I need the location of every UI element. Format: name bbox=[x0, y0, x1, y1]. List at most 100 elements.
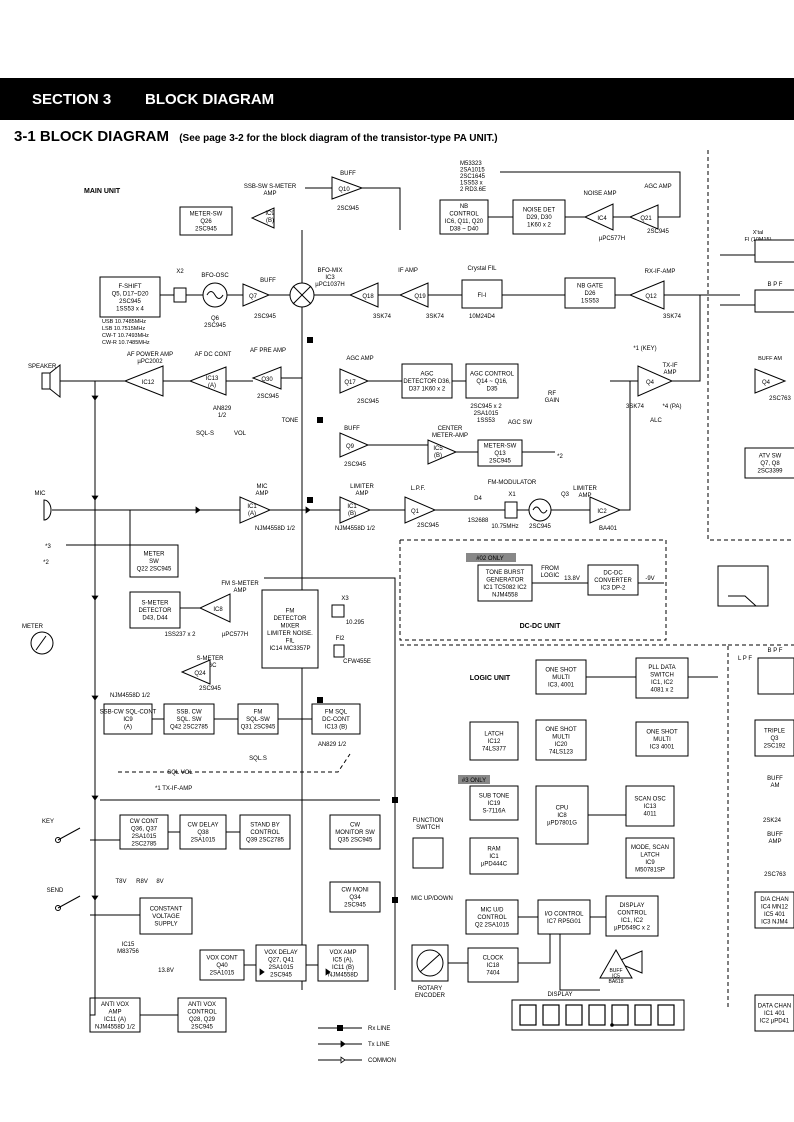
lpf2-curve bbox=[728, 595, 757, 607]
xtal-fil-block bbox=[754, 239, 794, 263]
display-digit bbox=[542, 1004, 560, 1026]
cw-cont-block bbox=[119, 814, 169, 850]
left-rx-bus bbox=[90, 381, 96, 1016]
r02-tag-bg bbox=[466, 553, 516, 562]
right-unit-border bbox=[707, 150, 794, 541]
crystal-fil-label: Crystal FIL bbox=[467, 266, 497, 272]
ref2-label: *2 bbox=[557, 454, 563, 460]
minus9v-label: -9V bbox=[645, 576, 654, 582]
rotary-encoder-mark bbox=[419, 953, 441, 973]
af-dc-label: AF DC CONT bbox=[195, 352, 232, 358]
ram-block bbox=[469, 837, 519, 875]
ic1b-part: NJM4558D 1/2 bbox=[335, 526, 376, 532]
ic4-label: IC4 bbox=[597, 216, 607, 222]
bus-arrow bbox=[91, 795, 99, 801]
s-meter-diode-label: 1SS237 x 2 bbox=[164, 632, 196, 638]
ic5b-amp bbox=[427, 439, 458, 465]
r8v-label: R8V bbox=[136, 879, 148, 885]
display-digit bbox=[611, 1004, 629, 1026]
q7-label: Q7 bbox=[249, 294, 258, 300]
fm-mod-label: FM-MODULATOR bbox=[488, 480, 537, 486]
bus-arrow bbox=[91, 695, 99, 701]
tx-arrow bbox=[305, 506, 311, 514]
vox-cont-block bbox=[199, 949, 245, 981]
x2-crystal bbox=[173, 287, 187, 303]
freq-line: USB 10.7485MHz bbox=[102, 319, 146, 325]
fm-sql-dc-block bbox=[311, 703, 361, 735]
latch-block bbox=[469, 721, 519, 761]
key-label: KEY bbox=[42, 819, 54, 825]
x1-crystal bbox=[504, 501, 518, 519]
tx-arrow bbox=[195, 506, 201, 514]
function-switch-icon bbox=[412, 837, 444, 869]
bus-arrow bbox=[91, 595, 99, 601]
q3-osc-wave bbox=[532, 506, 548, 514]
q7-buff-label: BUFF bbox=[260, 278, 276, 284]
t8v-label: T8V bbox=[115, 879, 126, 885]
fi1-part: 10M24D4 bbox=[469, 314, 496, 320]
ic1a-part: NJM4558D 1/2 bbox=[255, 526, 296, 532]
display-digit bbox=[565, 1004, 583, 1026]
meter-sw-q26-block bbox=[179, 206, 233, 236]
bfo-osc-label: BFO-OSC bbox=[201, 273, 229, 279]
bpf2-label: B P F bbox=[768, 648, 783, 654]
ic1b-label: IC1(B) bbox=[347, 504, 357, 517]
q24-label: Q24 bbox=[194, 671, 206, 677]
rx-marker bbox=[392, 797, 398, 803]
key-switch bbox=[57, 827, 81, 841]
x3-freq: 10.295 bbox=[346, 620, 365, 626]
x3-label: X3 bbox=[341, 596, 349, 602]
buff-ic5-amp bbox=[614, 950, 643, 974]
rx-marker bbox=[392, 897, 398, 903]
ic8-part: µPC577H bbox=[222, 632, 248, 638]
mix-x2 bbox=[292, 285, 312, 305]
nb-gate-block bbox=[564, 277, 616, 309]
triple-block bbox=[754, 719, 794, 757]
q30-part: 2SC945 bbox=[257, 394, 279, 400]
q4r-part: 2SC763 bbox=[769, 396, 791, 402]
q1-part: 2SC945 bbox=[417, 523, 439, 529]
q24-part: 2SC945 bbox=[199, 686, 221, 692]
crystal-fil-block bbox=[461, 279, 503, 309]
q9-label: Q9 bbox=[346, 444, 355, 450]
cw-moni-block bbox=[329, 881, 381, 913]
rx-marker bbox=[317, 697, 323, 703]
fi1-label: FI-I bbox=[478, 293, 487, 299]
dac-block bbox=[754, 891, 794, 929]
ic9b-amp bbox=[250, 207, 275, 229]
fi2-part: CFW455E bbox=[343, 659, 371, 665]
fm-bus bbox=[264, 577, 396, 990]
q1-amp bbox=[404, 496, 437, 524]
vox-delay-block bbox=[255, 944, 307, 982]
ic2-part: BA401 bbox=[599, 526, 618, 532]
q9-part: 2SC945 bbox=[344, 462, 366, 468]
display-digit bbox=[519, 1004, 537, 1026]
legend-rx-marker bbox=[337, 1025, 343, 1031]
agc-amp2-label: AGC AMP bbox=[346, 356, 373, 362]
q3-label: Q3 bbox=[561, 492, 570, 498]
display-digit bbox=[588, 1004, 606, 1026]
